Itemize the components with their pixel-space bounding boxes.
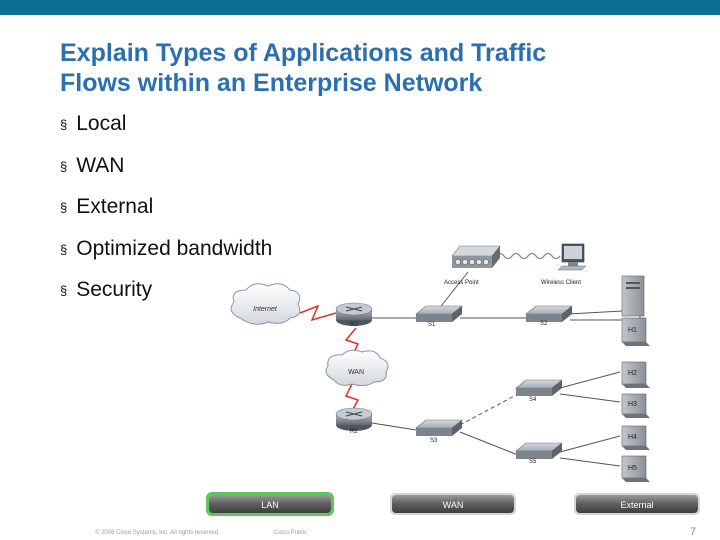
router-r2: R2 [335,407,373,435]
link-s3-s4 [459,393,519,426]
link-wan-r2 [344,383,360,412]
switch-s3: S3 [415,419,463,444]
r2-label: R2 [350,429,358,435]
link-s5-h5 [559,457,621,467]
link-s5-h4 [559,435,621,453]
bullet-marker: § [60,117,68,132]
bullet-text: External [76,195,154,219]
footer-copyright: © 2006 Cisco Systems, Inc. All rights re… [95,530,220,536]
bullet-text: Security [76,278,153,302]
bullet-item-optimized-bandwidth: § Optimized bandwidth [60,237,272,279]
router-r1: R1 [335,302,373,328]
link-r2-s3 [371,422,417,431]
slide-title-line-1: Explain Types of Applications and Traffi… [60,39,547,67]
switch-s4: S4 [515,379,563,403]
wan-cloud-label: WAN [348,369,364,376]
bullet-list: § Local § WAN § External § Optimized bandwid… [60,112,272,320]
slide-title-line-2: Flows within an Enterprise Network [60,69,483,97]
server-tower [621,275,645,317]
page-number: 7 [690,526,697,538]
bullet-marker: § [60,158,68,174]
host-h3: H3 [621,393,650,418]
switch-s1: S1 [415,305,463,328]
zone-wan-button[interactable]: WAN [390,493,516,515]
bullet-text: Local [76,112,127,135]
zone-lan-button[interactable]: LAN [206,492,334,516]
bullet-text: Optimized bandwidth [76,236,273,260]
s3-label: S3 [430,438,438,444]
footer-classification: Cisco Public [274,530,308,536]
zone-external-label: External [620,500,653,510]
switch-s2: S2 [525,305,573,327]
h4-label: H4 [628,434,637,441]
s1-label: S1 [428,322,436,328]
host-h2: H2 [621,361,650,388]
bullet-marker: § [60,200,68,216]
link-s4-h2 [559,371,621,389]
internet-cloud: Internet [230,283,301,325]
zone-lan-label: LAN [261,500,279,510]
r1-label: R1 [350,322,358,328]
wan-cloud: WAN [325,349,389,387]
bullet-item-external: § External [60,195,272,237]
zone-wan-label: WAN [443,500,464,510]
link-s3-s5 [459,431,519,456]
host-h1: H1 [621,317,650,346]
internet-label: Internet [253,306,278,313]
bullet-marker: § [60,283,68,299]
access-point: Access Point [444,245,501,286]
access-point-label: Access Point [444,280,479,286]
wireless-client-label: Wireless Client [541,280,581,286]
h1-label: H1 [628,327,637,334]
bullet-item-security: § Security [60,278,272,320]
s4-label: S4 [529,397,537,403]
s5-label: S5 [529,459,537,465]
slide-title: Explain Types of Applications and Traffi… [60,38,660,98]
link-wireless [495,252,561,260]
h5-label: H5 [628,465,637,472]
wireless-client: Wireless Client [541,243,587,286]
top-bar [0,0,720,15]
bullet-marker: § [60,241,68,257]
h2-label: H2 [628,370,637,377]
link-s1-ap [437,271,469,311]
host-h4: H4 [621,425,650,450]
host-h5: H5 [621,455,650,482]
link-s4-h3 [559,393,621,403]
bullet-item-wan: § WAN [60,154,272,196]
zone-external-button[interactable]: External [574,493,700,515]
link-r1-internet [299,304,337,322]
h3-label: H3 [628,401,637,408]
bullet-text: WAN [76,153,125,177]
switch-s5: S5 [515,442,563,465]
bullet-item-local: § Local [60,112,272,154]
s2-label: S2 [540,321,548,327]
